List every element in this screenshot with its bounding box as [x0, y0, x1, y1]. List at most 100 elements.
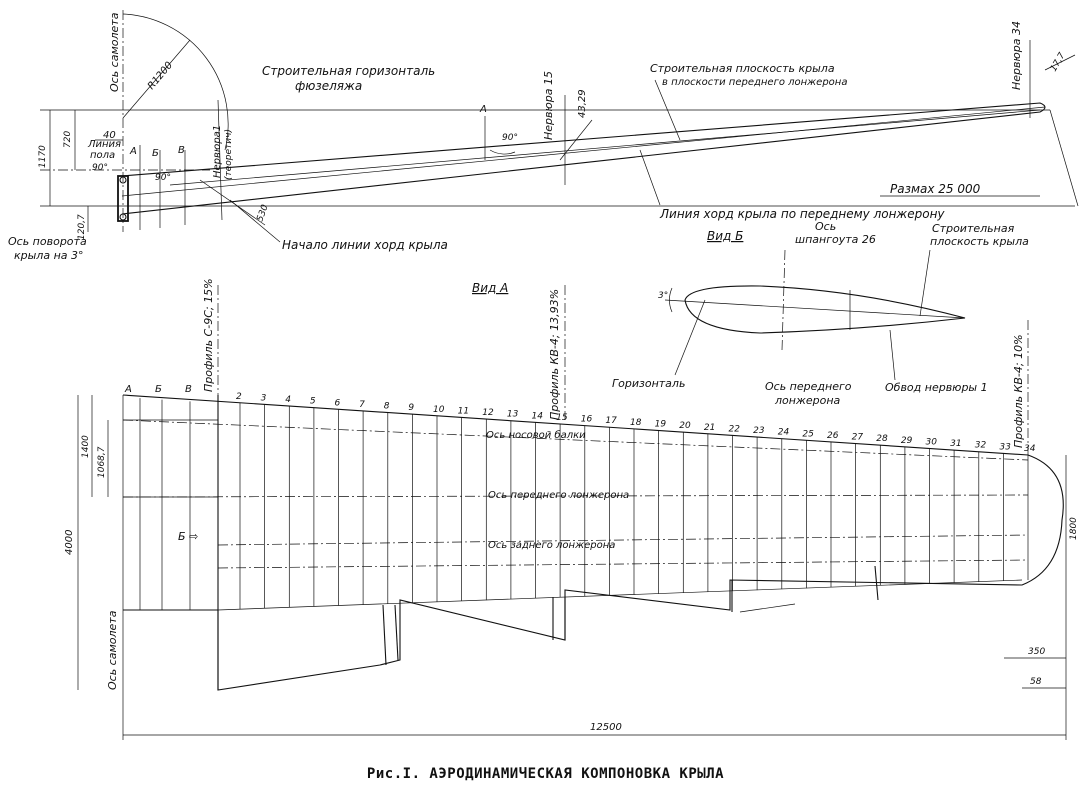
flap-split-2: [394, 604, 399, 661]
rear-spar-axis-label: Ось заднего лонжерона: [488, 540, 615, 551]
fuselage-horizontal-label-2: фюзеляжа: [295, 79, 362, 93]
dim-1068-7-label: 1068,7: [97, 446, 107, 478]
rib-number-label: 26: [827, 431, 839, 441]
figure-caption: Рис.I. АЭРОДИНАМИЧЕСКАЯ КОМПОНОВКА КРЫЛА: [366, 766, 725, 782]
aux-axis-line: [217, 559, 1029, 569]
aileron-split-2: [874, 565, 879, 601]
mid-profile-label: Профиль КВ-4; 13,93%: [548, 289, 561, 420]
section-wing-plane-label-1: Строительная: [932, 222, 1015, 235]
dim-17-7-label: 17,7: [1049, 51, 1068, 74]
chord-line-leader: [639, 149, 661, 206]
rib-number-label: 3: [261, 393, 267, 403]
front-view: Ось самолета R1200 Строительная горизонт…: [8, 10, 1079, 262]
dim-43-29-label: 43,29: [577, 89, 588, 118]
rib-number-label: 17: [605, 416, 617, 426]
station-v-label: В: [178, 145, 185, 156]
rib-number-label: 29: [901, 436, 913, 446]
horizontal-leader: [674, 299, 706, 376]
rotation-axis-label-1: Ось поворота: [8, 235, 87, 248]
rib-number-label: 20: [679, 421, 691, 431]
rib-number-label: 13: [507, 410, 519, 420]
frame26-axis: [781, 249, 786, 351]
rib-lines: [139, 398, 1029, 610]
tab-line: [739, 603, 796, 613]
wing-front-outline: [121, 102, 1046, 215]
fuselage-horizontal-label-1: Строительная горизонталь: [262, 64, 435, 78]
rib-number-label: 22: [729, 424, 741, 434]
flap-split-1: [382, 604, 387, 666]
tip-vertical: [1049, 109, 1079, 207]
section-wing-plane-label-2: плоскость крыла: [930, 235, 1029, 248]
station-a-label: А: [129, 146, 137, 157]
angle-90-arc: [489, 149, 516, 155]
wing-plane-label-2: в плоскости переднего лонжерона: [662, 77, 847, 88]
angle-90-label-2: 90°: [155, 173, 171, 183]
rib-number-label: 30: [926, 438, 938, 448]
hinge-block: [117, 175, 129, 222]
rib-number-label: 33: [999, 442, 1011, 452]
dim-1800-label: 1800: [1069, 517, 1079, 540]
rib-number-label: 18: [630, 418, 642, 428]
rib34-label: Нервюра 34: [1010, 21, 1023, 90]
span-label: Размах 25 000: [890, 182, 981, 196]
dim-12500-label: 12500: [590, 722, 622, 733]
rib15-label: Нервюра 15: [542, 71, 555, 140]
rib-number-label: 12: [482, 408, 494, 418]
rib-number-label: 28: [876, 434, 888, 444]
col-v-label: В: [185, 384, 192, 395]
dim-40-label: 40: [103, 130, 116, 141]
front-spar-axis-label: Ось переднего лонжерона: [488, 490, 629, 501]
hinge-pin-bottom: [119, 213, 127, 221]
rib-number-label: 16: [581, 415, 593, 425]
section-view-title: Вид Б: [707, 229, 743, 243]
rib-number-label: 23: [753, 426, 765, 436]
plan-outline: [122, 394, 1064, 691]
angle-3-label: 3°: [658, 291, 668, 301]
rear-spar-axis-line: [217, 534, 1029, 546]
wing-plane-leader: [654, 79, 681, 141]
rib-number-label: 27: [852, 433, 864, 443]
col-a-label: А: [124, 384, 132, 395]
radius-arc: [122, 13, 229, 151]
nose-beam-axis-line: [122, 419, 1029, 461]
rib1-contour-label: Обвод нервюры 1: [885, 381, 988, 394]
view-b-arrow-label: Б ⇨: [178, 530, 198, 543]
radius-leader: [122, 39, 191, 119]
rib-number-label: 19: [655, 420, 667, 430]
dim-1400-label: 1400: [81, 435, 91, 458]
rib15-diag: [559, 119, 593, 161]
dim-4000-label: 4000: [64, 530, 75, 555]
dim-1170-label: 1170: [38, 145, 48, 168]
control-surface-hinge: [217, 579, 1023, 611]
chord-line: [169, 109, 1041, 186]
rib1-label-a: Нервюра1: [212, 125, 223, 178]
rib1-label-b: (теоретич): [224, 129, 234, 180]
wing-plane-leader: [919, 249, 931, 317]
nose-beam-axis-label: Ось носовой балки: [486, 429, 586, 441]
root-profile-label: Профиль С-9С; 15%: [202, 278, 215, 392]
rib-number-label: 7: [359, 400, 365, 410]
frame-axis-label-1: Ось: [815, 220, 836, 233]
rib1-line: [217, 99, 223, 221]
tip-profile-label: Профиль КВ-4; 10%: [1012, 334, 1025, 448]
rib-number-label: 9: [408, 403, 414, 413]
chord-start-leader: [229, 199, 281, 243]
rib-number-label: 6: [335, 398, 341, 408]
floor-label-1: Линия: [87, 139, 121, 150]
angle-90-label-3: 90°: [502, 133, 518, 143]
radius-label: R1200: [146, 60, 175, 92]
rotation-axis-label-2: крыла на 3°: [14, 249, 84, 262]
rib-number-label: 34: [1024, 444, 1036, 454]
rib-number-label: 25: [802, 429, 814, 439]
angle-90-label-1: 90°: [92, 163, 108, 173]
hinge-pin-top: [119, 176, 127, 184]
rib-number-label: 5: [310, 397, 316, 407]
dim-58-label: 58: [1030, 677, 1042, 687]
frame-axis-label-2: шпангоута 26: [795, 233, 876, 246]
dim-720-label: 720: [63, 131, 73, 148]
rib1-contour-leader: [889, 329, 896, 381]
col-b-label: Б: [155, 384, 162, 395]
floor-label-2: пола: [90, 150, 115, 161]
